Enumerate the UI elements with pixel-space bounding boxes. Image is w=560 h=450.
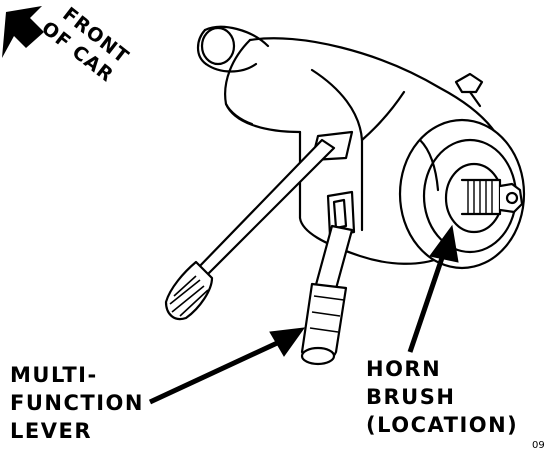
horn-brush-line3: (LOCATION) bbox=[366, 413, 518, 437]
multi-function-lever-line1: MULTI- bbox=[10, 363, 98, 387]
figure-code: 09 bbox=[532, 440, 545, 450]
callout-arrows bbox=[148, 224, 459, 405]
column-shaft-end bbox=[196, 28, 208, 66]
turn-signal-lever bbox=[164, 138, 336, 321]
horn-brush-line2: BRUSH bbox=[366, 385, 455, 409]
multi-function-lever-callout: MULTI- FUNCTION LEVER bbox=[10, 363, 144, 443]
multi-function-lever-line3: LEVER bbox=[10, 419, 92, 443]
housing-top-edge bbox=[248, 37, 502, 142]
turn-signal-lever-knob bbox=[164, 260, 214, 321]
horn-brush-line1: HORN bbox=[366, 357, 441, 381]
horn-brush-callout: HORN BRUSH (LOCATION) bbox=[366, 357, 518, 437]
horn-brush-arrow-icon bbox=[429, 224, 459, 263]
front-of-car-arrow-icon bbox=[2, 6, 44, 58]
wire-clip bbox=[454, 72, 484, 94]
multi-function-lever-arrow-icon bbox=[269, 327, 306, 357]
front-of-car-label: FRONT OF CAR bbox=[37, 3, 133, 87]
multi-function-lever bbox=[300, 224, 354, 366]
multi-function-lever-line2: FUNCTION bbox=[10, 391, 144, 415]
